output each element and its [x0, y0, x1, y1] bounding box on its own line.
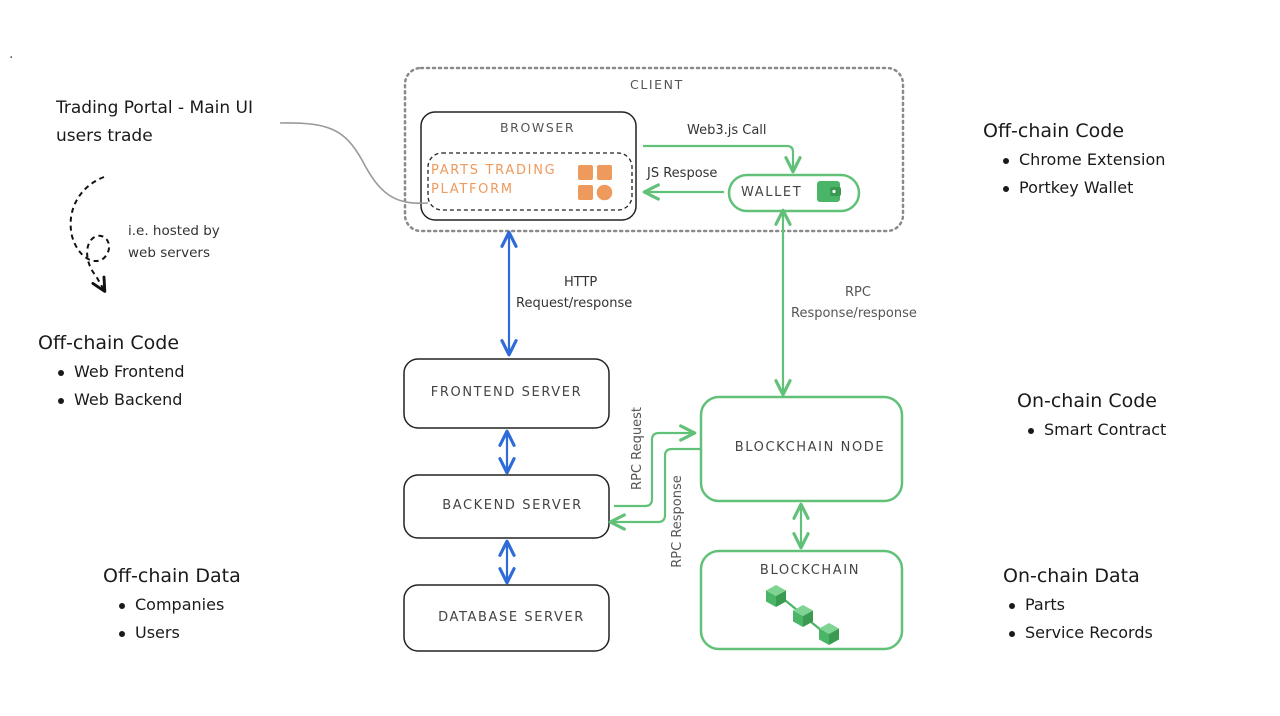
- client-title: CLIENT: [630, 77, 684, 92]
- bullet-list: Chrome Extension Portkey Wallet: [1001, 146, 1165, 202]
- platform-box: [427, 152, 633, 211]
- blockchain-label: BLOCKCHAIN: [759, 563, 861, 578]
- backend-server-label: BACKEND SERVER: [442, 498, 583, 513]
- wallet-label: WALLET: [741, 185, 803, 200]
- hosted-loop-arrow: [69, 176, 111, 293]
- bullet-list: Web Frontend Web Backend: [56, 358, 185, 414]
- bullet-item: Service Records: [1007, 619, 1153, 647]
- wallet-icon: [817, 181, 841, 202]
- frontend-server-box: [403, 358, 610, 429]
- right-onchain-data: On-chain Data Parts Service Records: [1003, 565, 1153, 647]
- database-server-box: [403, 584, 610, 652]
- frontend-server-label: FRONTEND SERVER: [430, 385, 583, 400]
- blockchain-box: [699, 549, 904, 651]
- section-heading: Off-chain Code: [983, 120, 1125, 142]
- rpc-response-label: RPC Response: [669, 475, 685, 568]
- http-label-line2: Request/response: [516, 296, 633, 311]
- web3-call-label: Web3.js Call: [687, 123, 767, 138]
- bullet-list: Parts Service Records: [1007, 591, 1153, 647]
- bullet-item: Web Backend: [56, 386, 185, 414]
- rpc-label-line2: Response/response: [791, 306, 917, 321]
- bullet-list: Smart Contract: [1026, 416, 1166, 444]
- browser-title: BROWSER: [500, 120, 576, 135]
- trading-portal-line2: users trade: [56, 126, 153, 146]
- backend-server-box: [403, 474, 610, 539]
- http-label-line1: HTTP: [564, 275, 598, 290]
- js-response-label: JS Respose: [647, 166, 718, 181]
- right-offchain-code: Off-chain Code Chrome Extension Portkey …: [983, 120, 1165, 202]
- bullet-item: Users: [117, 619, 241, 647]
- left-offchain-code: Off-chain Code Web Frontend Web Backend: [38, 332, 185, 414]
- web3-call-arrow: [643, 144, 802, 174]
- database-server-label: DATABASE SERVER: [438, 610, 585, 625]
- bullet-item: Smart Contract: [1026, 416, 1166, 444]
- bullet-item: Companies: [117, 591, 241, 619]
- rpc-response-path: [608, 447, 701, 531]
- platform-label-line2: PLATFORM: [431, 182, 514, 197]
- bullet-item: Portkey Wallet: [1001, 174, 1165, 202]
- hosted-note-line1: i.e. hosted by: [128, 223, 220, 239]
- bullet-item: Web Frontend: [56, 358, 185, 386]
- section-heading: Off-chain Data: [103, 565, 241, 587]
- bullet-list: Companies Users: [117, 591, 241, 647]
- rpc-label-line1: RPC: [845, 285, 871, 300]
- bullet-item: Chrome Extension: [1001, 146, 1165, 174]
- stray-mark: .: [9, 46, 14, 62]
- right-onchain-code: On-chain Code Smart Contract: [1017, 390, 1166, 444]
- platform-label-line1: PARTS TRADING: [431, 163, 557, 178]
- section-heading: On-chain Code: [1017, 390, 1157, 412]
- client-boundary: [403, 66, 905, 233]
- bullet-item: Parts: [1007, 591, 1153, 619]
- section-heading: On-chain Data: [1003, 565, 1140, 587]
- linked-cubes-icon: [766, 585, 839, 645]
- section-heading: Off-chain Code: [38, 332, 180, 354]
- left-offchain-data: Off-chain Data Companies Users: [103, 565, 241, 647]
- grid-shapes-icon: [578, 165, 613, 201]
- rpc-request-label: RPC Request: [629, 407, 645, 490]
- trading-portal-line1: Trading Portal - Main UI: [56, 98, 254, 118]
- portal-connector: [279, 122, 429, 205]
- blockchain-node-label: BLOCKCHAIN NODE: [734, 440, 886, 455]
- rpc-request-path: [614, 424, 697, 508]
- hosted-note-line2: web servers: [128, 245, 210, 261]
